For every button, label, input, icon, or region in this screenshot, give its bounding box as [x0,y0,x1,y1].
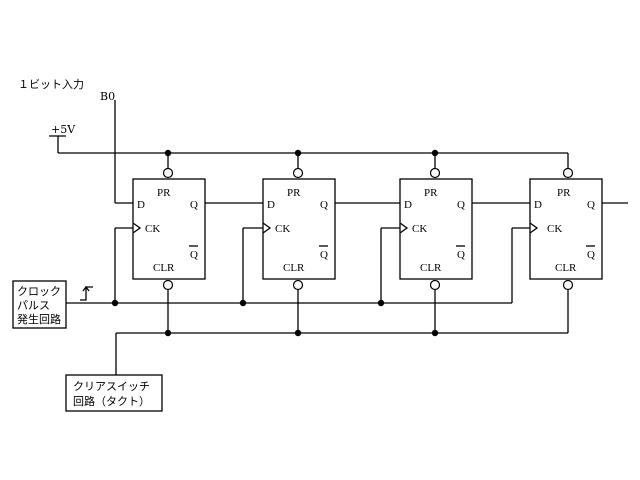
clock-generator-block: クロック パルス 発生回路 [12,280,67,329]
clr-bubble-1 [162,279,174,291]
ck-triangle-1 [132,222,142,234]
clear-switch-block: クリアスイッチ 回路（タクト） [65,374,163,412]
junction-dot [431,329,439,337]
pin-d: D [534,199,542,211]
flipflop-2 [262,178,336,280]
clr-bubble-4 [562,279,574,291]
pr-bubble-4 [562,167,574,179]
pin-clr: CLR [283,262,305,274]
flipflop-3 [399,178,473,280]
pr-bubble-1 [162,167,174,179]
junction-dot [377,299,385,307]
pin-q: Q [320,199,328,211]
junction-dot [111,299,119,307]
pin-ck: CK [145,223,160,235]
clock-box-line-2: パルス [17,299,50,312]
pin-qbar: Q [320,249,328,261]
clear-box-line-2: 回路（タクト） [73,395,150,408]
pin-clr: CLR [153,262,175,274]
clr-bubble-3 [429,279,441,291]
pin-pr: PR [157,187,171,199]
b0-label: B0 [100,90,115,103]
pin-q: Q [457,199,465,211]
pin-ck: CK [547,223,562,235]
ck-triangle-4 [529,222,539,234]
pin-d: D [404,199,412,211]
pin-pr: PR [424,187,438,199]
pin-clr: CLR [420,262,442,274]
junction-dot [294,149,302,157]
pin-clr: CLR [555,262,577,274]
ck-triangle-2 [262,222,272,234]
pin-qbar: Q [457,249,465,261]
clock-box-line-1: クロック [17,285,61,298]
vcc-label: +5V [51,123,76,136]
pin-q: Q [587,199,595,211]
pin-pr: PR [557,187,571,199]
junction-dot [164,329,172,337]
junction-dot [431,149,439,157]
clear-box-line-1: クリアスイッチ [73,380,150,393]
pr-bubble-2 [292,167,304,179]
bit-input-label: １ビット入力 [18,78,84,91]
ck-triangle-3 [399,222,409,234]
pin-ck: CK [412,223,427,235]
clock-pulse-symbol [80,286,93,301]
clr-bubble-2 [292,279,304,291]
pin-pr: PR [287,187,301,199]
junction-dot [164,149,172,157]
junction-dot [239,299,247,307]
pin-ck: CK [275,223,290,235]
pin-d: D [267,199,275,211]
clock-box-line-3: 発生回路 [17,312,61,326]
pin-qbar: Q [587,249,595,261]
flipflop-4 [529,178,603,280]
pr-bubble-3 [429,167,441,179]
junction-dot [294,329,302,337]
flipflop-1 [132,178,206,280]
pin-qbar: Q [190,249,198,261]
pin-d: D [137,199,145,211]
pin-q: Q [190,199,198,211]
